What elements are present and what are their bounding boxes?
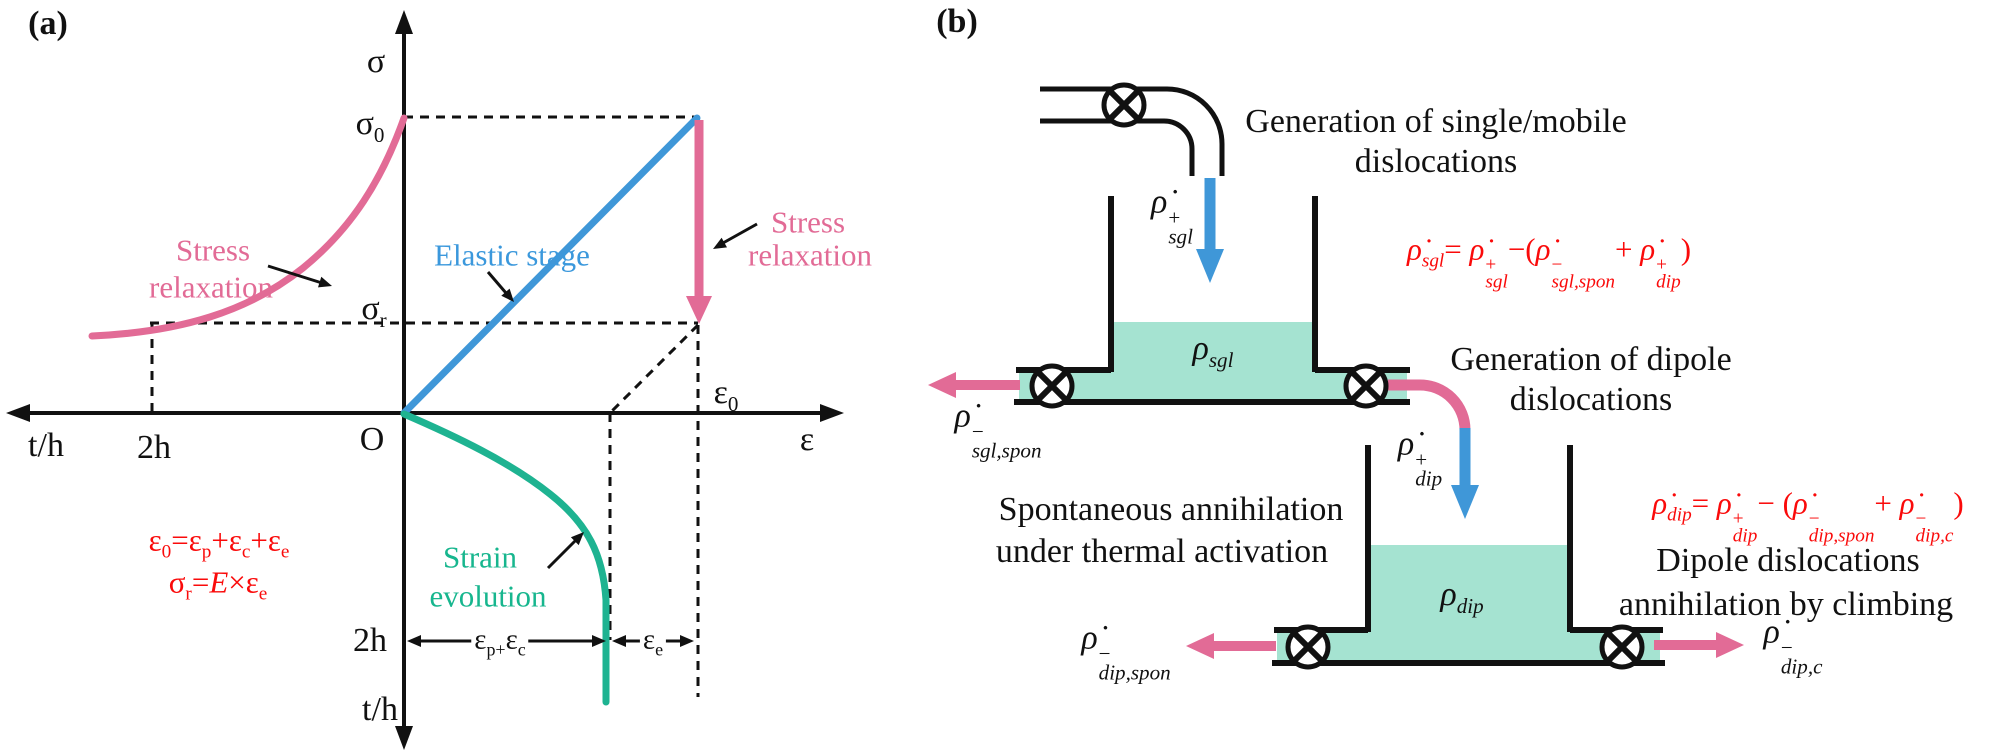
tank-fills [1019, 322, 1660, 660]
spontaneous-annihilation-text-line2: under thermal activation [995, 533, 1329, 570]
two-h-left-tick-label: 2h [137, 429, 171, 466]
generation-dipole-text-line1: Generation of dipole [1450, 341, 1732, 378]
single-density-rate-equation: ρ̇sgl= ρ̇+sgl−(ρ̇−sgl,spon+ ρ̇+dip) [1406, 231, 1692, 293]
dip-spon-out-arrow [1186, 633, 1276, 659]
strain-sum-equation: ε0=εp+εc+εe [148, 522, 290, 563]
dip-spon-valve-icon [1285, 624, 1331, 670]
panel-a-annotation-arrows [267, 222, 758, 570]
rho-sgl-spon-minus-label: ρ̇−sgl,spon [954, 397, 1042, 463]
panel-b-label: (b) [936, 3, 978, 40]
inlet-pipe [1040, 86, 1225, 176]
stress-relaxation-curve [88, 114, 408, 340]
sigma0-tick-label: σ0 [355, 105, 385, 147]
dip-generation-valve-icon [1343, 363, 1389, 409]
dipole-density-tank-fill [1277, 545, 1660, 660]
single-density-tank-fill [1019, 322, 1407, 399]
panel-a-label: (a) [28, 5, 68, 42]
rho-dip-plus-label: ρ̇+dip [1397, 425, 1443, 491]
strain-evolution-label-line2: evolution [429, 578, 547, 614]
generation-dipole-text-line2: dislocations [1509, 381, 1673, 418]
eps-plastic-creep-label: εp+εc [471, 625, 529, 658]
eps-elastic-label: εe [639, 625, 667, 658]
climb-annihilation-text-line2: annihilation by climbing [1618, 586, 1954, 623]
inlet-valve-icon [1101, 82, 1147, 128]
epsilon-arrowhead [820, 404, 844, 422]
rho-dip-c-minus-label: ρ̇−dip,c [1763, 613, 1823, 679]
sigmar-tick-label: σr [361, 290, 387, 332]
stress-relaxation-drop-arrow [686, 120, 712, 324]
climb-annihilation-text-line1: Dipole dislocations [1656, 542, 1920, 579]
generation-single-text-line2: dislocations [1354, 143, 1518, 180]
dip-climb-out-arrow [1654, 632, 1744, 658]
stress-equation: σr=E×εe [168, 564, 268, 605]
diagonal-dashed-line [610, 323, 700, 413]
origin-label: O [359, 421, 385, 458]
eps0-tick-label: ε0 [713, 374, 739, 416]
time-bottom-axis-label: t/h [362, 691, 398, 728]
single-density-tank-label: ρsgl [1192, 330, 1234, 372]
elastic-stage-label: Elastic stage [434, 237, 590, 273]
time-left-axis-label: t/h [28, 427, 64, 464]
dipole-generation-elbow [1388, 379, 1479, 519]
panel-a-axes [6, 10, 844, 750]
sigma-axis-arrowhead [395, 10, 413, 34]
rho-dip-spon-minus-label: ρ̇−dip,spon [1081, 619, 1171, 685]
sigma-axis-label: σ [366, 43, 386, 80]
stress-relaxation-left-label-line1: Stress [175, 232, 251, 268]
two-h-bottom-tick-label: 2h [353, 622, 387, 659]
sgl-spon-out-arrow [928, 372, 1020, 398]
elastic-stage-line [400, 114, 701, 417]
strain-evolution-label-line1: Strain [442, 539, 518, 575]
sgl-spon-valve-icon [1029, 363, 1075, 409]
strain-evolution-curve [400, 410, 610, 706]
time-bottom-arrowhead [395, 726, 413, 750]
time-left-arrowhead [6, 404, 30, 422]
valves [1029, 82, 1645, 670]
generation-single-text-line1: Generation of single/mobile [1245, 103, 1627, 140]
dipole-density-tank-label: ρdip [1440, 576, 1484, 618]
generation-single-arrow [1196, 178, 1224, 283]
stress-relaxation-right-label-line2: relaxation [748, 237, 872, 273]
rho-sgl-plus-label: ρ̇+sgl [1151, 183, 1193, 249]
dip-climb-valve-icon [1599, 624, 1645, 670]
panel-a-dashed-guides [150, 115, 700, 697]
dipole-density-rate-equation: ρ̇dip= ρ̇+dip− (ρ̇−dip,spon+ ρ̇−dip,c) [1652, 485, 1964, 547]
epsilon-axis-label: ε [799, 421, 815, 458]
stress-relaxation-left-label-line2: relaxation [149, 269, 273, 305]
spontaneous-annihilation-text-line1: Spontaneous annihilation [998, 491, 1344, 528]
stress-relaxation-right-label-line1: Stress [770, 204, 846, 240]
